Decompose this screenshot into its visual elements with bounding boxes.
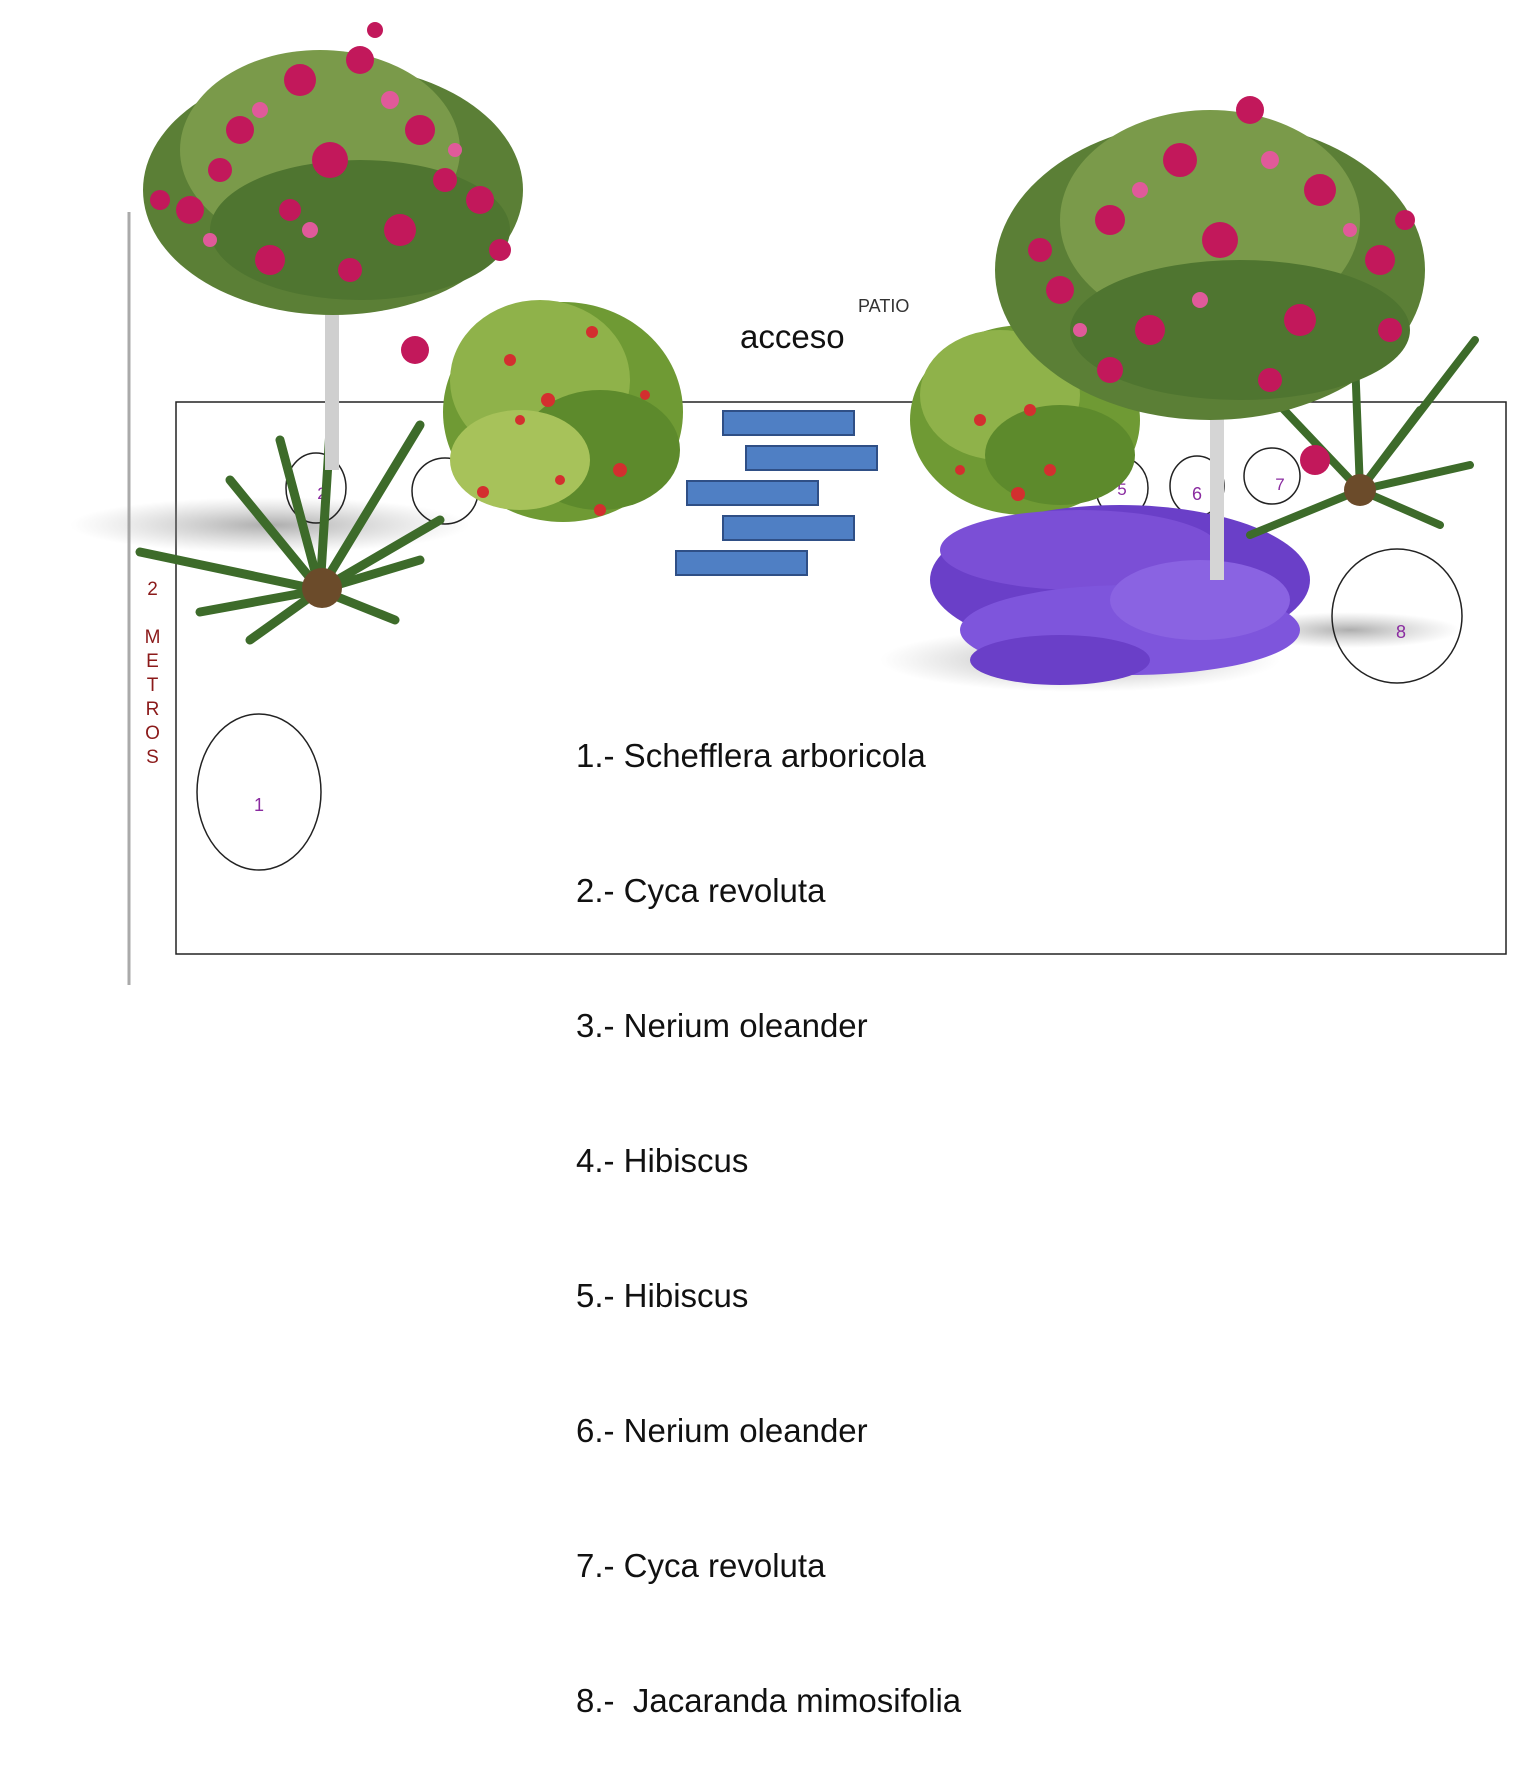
legend-item: 6.- Nerium oleander (576, 1412, 868, 1449)
circle-label-1: 1 (254, 795, 264, 815)
scale-label: 2 M E T R O S (138, 578, 168, 770)
cycas-palm-icon-right (1246, 336, 1479, 539)
scale-char (138, 602, 168, 626)
garden-bed-outline (175, 401, 1507, 955)
legend-item: 8.- Jacaranda mimosifolia (576, 1682, 962, 1719)
step-stone-4 (722, 515, 855, 541)
patio-label: PATIO (858, 296, 910, 316)
plant-legend: 1.- Schefflera arboricola 2.- Cyca revol… (576, 643, 961, 1768)
scale-char: R (145, 699, 161, 720)
circle-label-6: 6 (1192, 484, 1202, 504)
scale-char: 2 (147, 579, 159, 600)
step-stone-3 (686, 480, 819, 506)
scale-char: E (146, 651, 160, 672)
oleander-tree-icon-right (995, 96, 1425, 580)
stepping-stones (675, 410, 878, 576)
hibiscus-shrub-icon (443, 300, 683, 522)
planting-circle-8: 8 (1331, 548, 1463, 684)
planting-circle-7: 7 (1243, 447, 1301, 505)
step-stone-2 (745, 445, 878, 471)
step-stone-1 (722, 410, 855, 436)
scale-char: T (146, 675, 160, 696)
access-label: acceso (740, 318, 845, 355)
scale-char: S (146, 747, 160, 768)
legend-item: 5.- Hibiscus (576, 1277, 749, 1314)
legend-item: 3.- Nerium oleander (576, 1007, 868, 1044)
garden-plan-canvas: 1 2 5 6 7 8 (70, 22, 1507, 985)
legend-item: 1.- Schefflera arboricola (576, 737, 926, 774)
scale-char: O (145, 723, 161, 744)
circle-label-8: 8 (1396, 622, 1406, 642)
oleander-tree-icon (143, 22, 523, 470)
circle-label-5: 5 (1117, 480, 1126, 499)
scale-char: M (144, 627, 162, 648)
legend-item: 2.- Cyca revoluta (576, 872, 826, 909)
legend-item: 4.- Hibiscus (576, 1142, 749, 1179)
circle-label-7: 7 (1275, 475, 1284, 494)
purple-groundcover-icon (930, 505, 1310, 685)
legend-item: 7.- Cyca revoluta (576, 1547, 826, 1584)
step-stone-5 (675, 550, 808, 576)
planting-circle-1: 1 (196, 713, 322, 871)
